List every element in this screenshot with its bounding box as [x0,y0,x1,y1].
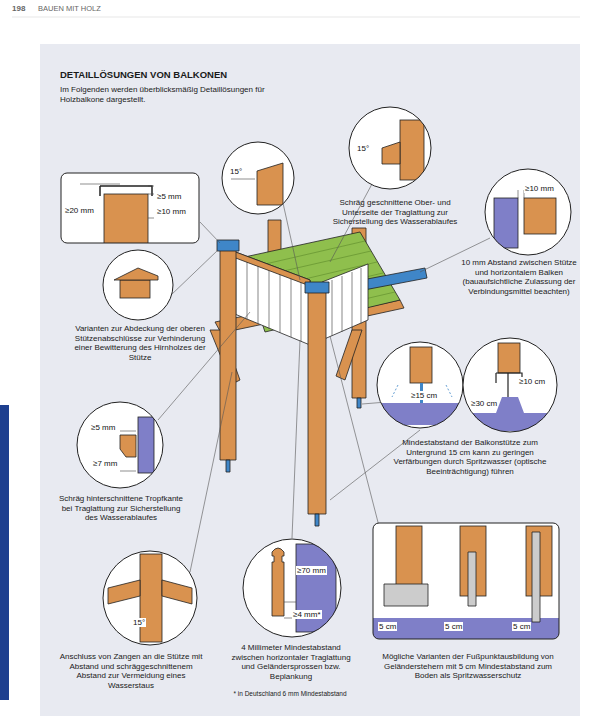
dimension-label: ≥30 cm [470,399,498,408]
detail-circle: 15° [348,106,432,190]
detail-drawing [372,522,560,640]
detail-circle: ≥5 mm ≥7 mm [76,401,164,489]
caption: Varianten zur Abdeckung der oberen Stütz… [73,324,207,362]
detail-circle [103,250,173,320]
detail-drawing [242,538,342,638]
detail-drawing [484,168,572,256]
detail-drawing [102,550,198,646]
detail-box: ≥20 mm ≥5 mm ≥10 mm [60,172,200,244]
caption: Schräg geschnittene Ober- und Unterseite… [332,198,458,227]
intro-text: Im Folgenden werden überblicksmäßig Deta… [60,85,265,104]
page-number: 198 [12,4,42,14]
dimension-label: ≥5 mm [90,423,116,432]
dimension-label: ≥20 mm [64,206,95,215]
dimension-label: ≥10 mm [524,184,555,193]
dimension-label: 15° [229,167,243,176]
title: DETAILLÖSUNGEN VON BALKONEN [60,70,227,80]
detail-circle: 15° [221,141,295,215]
dimension-label: ≥10 cm [518,377,546,386]
dimension-label: ≥10 mm [156,207,187,216]
dimension-label: 5 cm [378,622,397,631]
caption: 4 Millimeter Mindestabstand zwischen hor… [228,643,354,681]
panel [40,44,580,716]
detail-drawing [221,141,295,215]
chapter-tab [0,405,9,700]
dimension-label: 5 cm [444,622,463,631]
footnote: * in Deutschland 6 mm Mindestabstand [220,689,360,699]
dimension-label: ≥5 mm [156,192,182,201]
detail-circle: 15° [102,550,198,646]
dimension-label: ≥7 mm [92,459,118,468]
dimension-label: ≥15 cm [410,391,438,400]
caption: Schräg hinterschnittene Tropfkante bei T… [58,494,184,523]
dimension-label: 5 cm [512,622,531,631]
dimension-label: ≥4 mm* [292,610,322,619]
dimension-label: 15° [132,618,146,627]
detail-circle: ≥10 mm [484,168,572,256]
caption: Mögliche Varianten der Fußpunktausbildun… [372,652,564,681]
detail-drawing [376,341,464,429]
caption: Mindestabstand der Balkonstütze zum Unte… [382,438,558,476]
caption: Anschluss von Zangen an die Stütze mit A… [56,652,206,690]
dimension-label: 15° [356,144,370,153]
detail-circle: ≥10 cm ≥30 cm [462,337,558,433]
running-header: BAUEN MIT HOLZ [38,4,198,14]
detail-drawing [76,401,164,489]
dimension-label: ≥70 mm [296,566,327,575]
detail-box: 5 cm 5 cm 5 cm [372,522,560,640]
detail-circle: ≥70 mm ≥4 mm* [242,538,342,638]
caption: 10 mm Abstand zwischen Stütze und horizo… [458,258,580,296]
detail-circle: ≥15 cm [376,341,464,429]
